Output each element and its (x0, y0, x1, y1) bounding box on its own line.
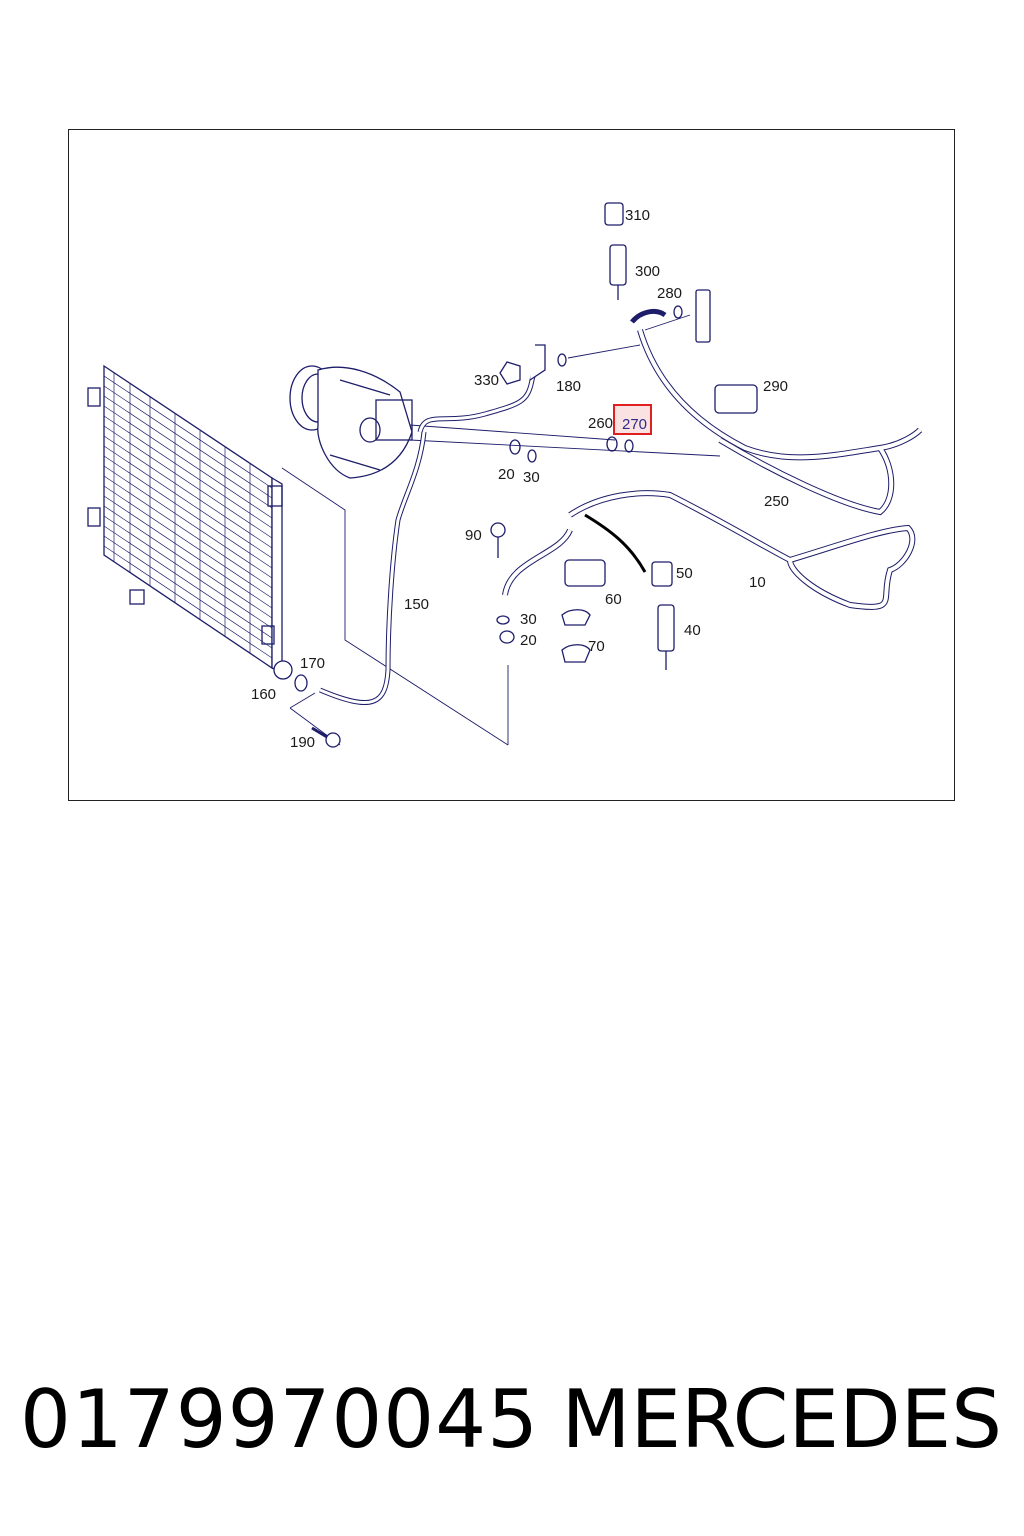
callout-10: 10 (749, 574, 766, 591)
callout-70: 70 (588, 638, 605, 655)
small-parts (273, 202, 758, 748)
callout-310: 310 (625, 207, 650, 224)
callout-190: 190 (290, 734, 315, 751)
callout-180: 180 (556, 378, 581, 395)
parts-diagram-frame (68, 129, 955, 801)
callout-260: 260 (588, 415, 613, 432)
product-footer: 0179970045 MERCEDES (0, 1370, 1024, 1470)
callout-330: 330 (474, 372, 499, 389)
callout-50: 50 (676, 565, 693, 582)
callout-60: 60 (605, 591, 622, 608)
callout-90: 90 (465, 527, 482, 544)
callout-280: 280 (657, 285, 682, 302)
ac-compressor-illustration (289, 365, 413, 479)
callout-20-top: 20 (498, 466, 515, 483)
callout-290: 290 (763, 378, 788, 395)
callout-40: 40 (684, 622, 701, 639)
refrigerant-line-10 (502, 490, 916, 610)
callout-150: 150 (404, 596, 429, 613)
parts-diagram: 310 300 280 290 330 180 260 270 20 30 25… (87, 202, 923, 751)
callout-300: 300 (635, 263, 660, 280)
callout-160: 160 (251, 686, 276, 703)
callout-30-bottom: 30 (520, 611, 537, 628)
callout-270: 270 (622, 416, 647, 433)
part-number: 0179970045 (20, 1373, 539, 1466)
highlight-box-270 (613, 404, 652, 435)
callout-30-top: 30 (523, 469, 540, 486)
callout-20-bottom: 20 (520, 632, 537, 649)
refrigerant-line-250 (637, 329, 923, 516)
callout-170: 170 (300, 655, 325, 672)
brand-name: MERCEDES (561, 1373, 1002, 1466)
callout-250: 250 (764, 493, 789, 510)
condenser-illustration (87, 364, 283, 673)
